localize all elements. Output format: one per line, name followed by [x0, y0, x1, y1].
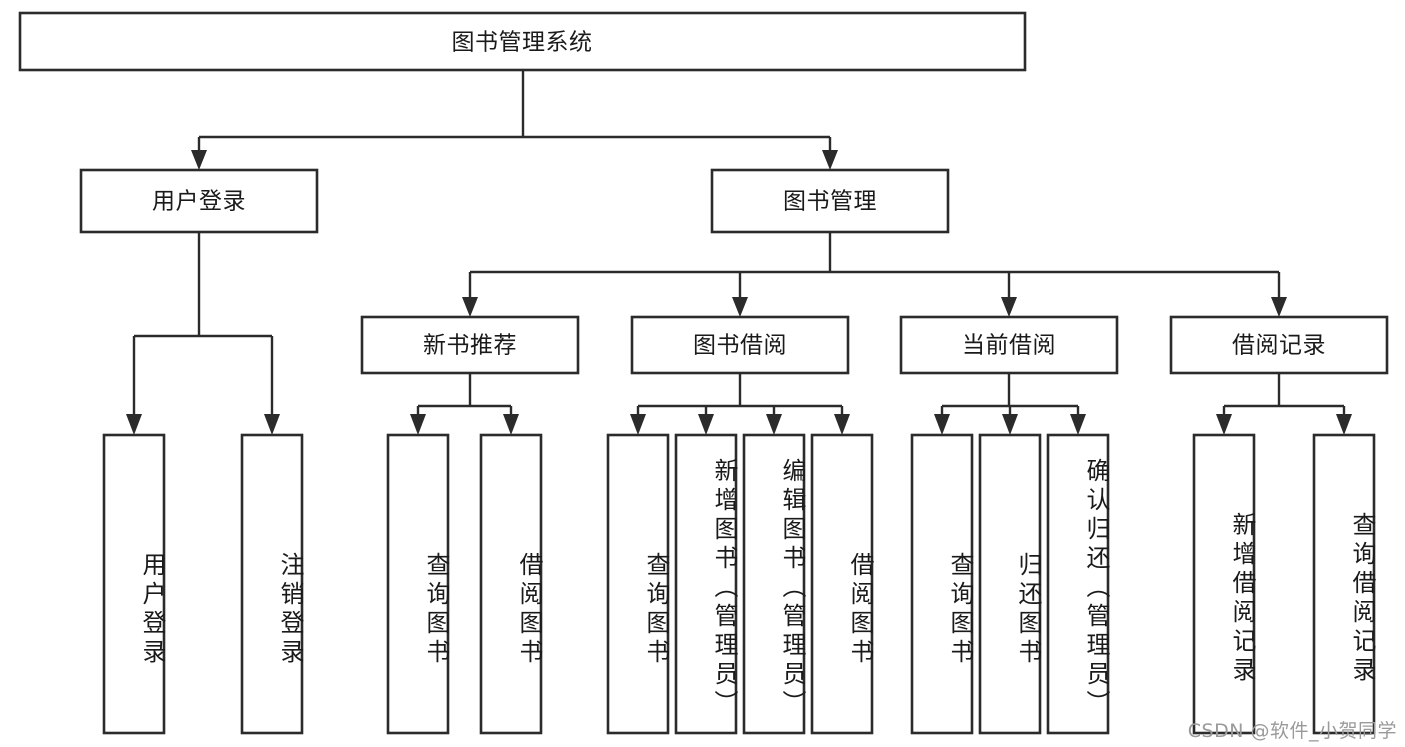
node-book-borrow-label: 图书借阅 — [693, 333, 787, 359]
node-borrow-record-label: 借阅记录 — [1232, 333, 1326, 359]
arrow-head-leaf-borrow-book-1 — [503, 414, 519, 435]
node-user-login-box[interactable] — [79, 168, 319, 234]
leaf-box-return-book[interactable] — [978, 433, 1042, 735]
node-borrow-record[interactable]: 借阅记录 — [1169, 315, 1389, 375]
arrow-head-borrow-record — [1271, 297, 1287, 317]
arrow-head-leaf-query-book-1 — [410, 414, 426, 435]
node-current-borrow-label: 当前借阅 — [962, 333, 1056, 359]
arrow-head-new-book-rec — [462, 297, 478, 317]
leaf-box-add-record[interactable] — [1192, 433, 1256, 735]
node-current-borrow-box[interactable] — [899, 315, 1119, 375]
connector-group-user-login — [126, 232, 280, 435]
node-user-login[interactable]: 用户登录 — [79, 168, 319, 234]
connector-group-current-borrow — [934, 373, 1086, 435]
node-new-book-recommend-label: 新书推荐 — [423, 333, 517, 359]
leaf-box-edit-book[interactable] — [742, 433, 806, 735]
arrow-head-book-borrow — [732, 297, 748, 317]
connector-group-book-mgmt — [462, 232, 1287, 317]
node-new-book-recommend-box[interactable] — [360, 315, 580, 375]
leaf-box-query-book-3[interactable] — [910, 433, 974, 735]
leaf-box-group — [102, 433, 1376, 735]
arrow-head-leaf-query-book-3 — [934, 414, 950, 435]
node-book-management-label: 图书管理 — [783, 189, 877, 215]
arrow-head-leaf-return-book — [1002, 414, 1018, 435]
arrow-head-leaf-edit-book — [766, 414, 782, 435]
leaf-box-query-record[interactable] — [1312, 433, 1376, 735]
arrow-head-leaf-query-record — [1336, 414, 1352, 435]
node-current-borrow[interactable]: 当前借阅 — [899, 315, 1119, 375]
arrow-head-leaf-add-book — [698, 414, 714, 435]
node-book-borrow[interactable]: 图书借阅 — [630, 315, 850, 375]
connector-group-borrow-record — [1216, 373, 1352, 435]
arrow-head-leaf-logout — [264, 414, 280, 435]
arrow-head-leaf-query-book-2 — [630, 414, 646, 435]
arrow-head-leaf-user-login — [126, 414, 142, 435]
node-root-system-label: 图书管理系统 — [452, 30, 593, 56]
arrow-head-leaf-borrow-book-2 — [834, 414, 850, 435]
arrow-head-leaf-add-record — [1216, 414, 1232, 435]
node-new-book-recommend[interactable]: 新书推荐 — [360, 315, 580, 375]
node-user-login-label: 用户登录 — [152, 189, 246, 215]
leaf-box-confirm-return[interactable] — [1046, 433, 1110, 735]
node-book-borrow-box[interactable] — [630, 315, 850, 375]
arrow-head-user-login — [191, 150, 207, 170]
connector-group-book-borrow — [630, 373, 850, 435]
leaf-box-user-login[interactable] — [102, 433, 166, 735]
node-root-system[interactable]: 图书管理系统 — [18, 11, 1027, 72]
leaf-box-add-book[interactable] — [674, 433, 738, 735]
node-book-management-box[interactable] — [710, 168, 950, 234]
node-book-management[interactable]: 图书管理 — [710, 168, 950, 234]
connector-group-root — [191, 70, 838, 170]
node-root-system-box[interactable] — [18, 11, 1027, 72]
arrow-head-book-mgmt — [822, 150, 838, 170]
leaf-box-borrow-book-1[interactable] — [479, 433, 543, 735]
leaf-box-query-book-2[interactable] — [606, 433, 670, 735]
node-borrow-record-box[interactable] — [1169, 315, 1389, 375]
leaf-box-query-book-1[interactable] — [386, 433, 450, 735]
csdn-watermark: CSDN @软件_小贺同学 — [1187, 720, 1397, 742]
arrow-head-current-borrow — [1001, 297, 1017, 317]
leaf-box-logout[interactable] — [240, 433, 304, 735]
arrow-head-leaf-confirm-return — [1070, 414, 1086, 435]
connector-group-new-book-rec — [410, 373, 519, 435]
leaf-box-borrow-book-2[interactable] — [810, 433, 874, 735]
